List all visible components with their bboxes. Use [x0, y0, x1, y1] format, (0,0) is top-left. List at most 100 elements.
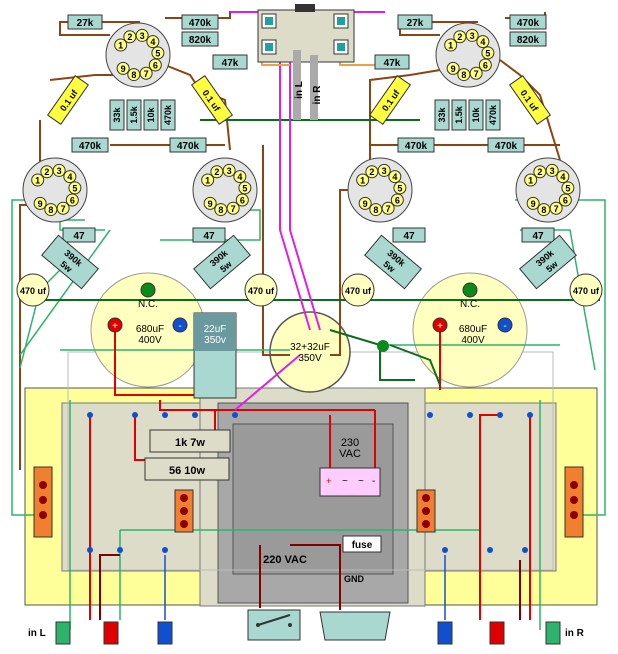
resistor-820k-right: 820k [509, 31, 547, 47]
resistor-47-l1: 47 [62, 227, 96, 243]
socket-pin-label: 8 [218, 205, 223, 215]
cap-470uf-3: 470 uf [341, 273, 375, 307]
socket-pin-label: 6 [395, 196, 400, 206]
resistor-1k-7w: 1k 7w [149, 429, 231, 453]
resistor-27k-right: 27k [397, 14, 433, 30]
svg-text:1.5k: 1.5k [129, 105, 139, 124]
socket-pin [545, 163, 559, 177]
socket-pin [233, 170, 247, 184]
label-in-l: in L [28, 628, 46, 639]
svg-text:470k: 470k [79, 141, 102, 152]
red-wires [89, 325, 531, 620]
ground-junctions [144, 286, 474, 352]
jack-in-r [545, 621, 561, 645]
socket-pin-label: 7 [474, 69, 479, 79]
resistor-47k-top-left: 47k [212, 54, 248, 70]
resistor-47-r2: 47 [521, 227, 555, 243]
socket-pin-label: 5 [242, 183, 247, 193]
svg-text:+: + [112, 321, 118, 332]
socket-pin [558, 193, 572, 207]
label-gnd: GND [344, 574, 365, 584]
socket-pin-label: 3 [140, 31, 145, 41]
socket-pin-label: 8 [541, 205, 546, 215]
socket-pin-label: 8 [48, 205, 53, 215]
terminal-strip-right-inner [416, 489, 436, 533]
resistor-470k-mid-r2: 470k [487, 137, 525, 153]
junction-dots [87, 412, 533, 553]
svg-text:820k: 820k [517, 35, 540, 46]
socket-pin-label: 2 [457, 32, 462, 42]
resistor-47k-top-right: 47k [374, 54, 410, 70]
socket-pin-label: 3 [470, 31, 475, 41]
label-220vac: 220 VAC [263, 554, 307, 566]
socket-pin [388, 170, 402, 184]
socket-pin [238, 181, 252, 195]
socket-pin-label: 8 [373, 205, 378, 215]
cap-0.1uf-a: 0.1 uf [46, 75, 90, 125]
svg-text:~: ~ [342, 476, 348, 487]
resistor-bank-right: 33k 1.5k 10k 470k [434, 99, 501, 131]
socket-pin [148, 58, 162, 72]
svg-text:470 uf: 470 uf [248, 286, 275, 296]
socket-pin [465, 28, 479, 42]
socket-pin-label: 6 [70, 196, 75, 206]
socket-pin [235, 193, 249, 207]
socket-pin-label: 5 [155, 48, 160, 58]
power-plug [319, 611, 391, 641]
svg-text:1k 7w: 1k 7w [175, 437, 205, 449]
svg-text:1.5k: 1.5k [454, 105, 464, 124]
socket-pin [356, 173, 370, 187]
socket-pin [114, 38, 128, 52]
socket-pin-label: 5 [397, 183, 402, 193]
jack-red-left [103, 621, 119, 645]
socket-pin-label: 9 [38, 199, 43, 209]
socket-pin-label: 9 [363, 199, 368, 209]
resistor-470k-top-right: 470k [509, 14, 547, 30]
socket-pin-label: 3 [227, 166, 232, 176]
socket-pin [377, 163, 391, 177]
power-switch [247, 609, 301, 641]
socket-pin-label: 6 [563, 196, 568, 206]
resistor-470k-mid-r1: 470k [397, 137, 435, 153]
socket-pin-label: 2 [44, 167, 49, 177]
cap-0.1uf-d: 0.1 uf [508, 75, 552, 125]
svg-text:33k: 33k [112, 107, 122, 123]
svg-text:47k: 47k [384, 58, 401, 69]
svg-text:47k: 47k [222, 58, 239, 69]
socket-pin-label: 7 [61, 204, 66, 214]
terminal-strip-left-inner [174, 489, 194, 533]
svg-text:+: + [326, 476, 331, 486]
resistor-47-r1: 47 [392, 227, 426, 243]
socket-pin [31, 173, 45, 187]
jack-blue-left [157, 621, 173, 645]
socket-pin-label: 1 [360, 176, 365, 186]
resistor-820k-left: 820k [181, 31, 219, 47]
socket-pin-label: 5 [565, 183, 570, 193]
socket-pin [537, 203, 551, 217]
socket-pin-label: 7 [386, 204, 391, 214]
socket-pin-label: 3 [550, 166, 555, 176]
socket-pin-label: 6 [240, 196, 245, 206]
socket-pin [135, 28, 149, 42]
svg-text:470k: 470k [405, 141, 428, 152]
resistor-390k-l1: 390k5w [41, 234, 99, 290]
socket-pin-label: 7 [144, 69, 149, 79]
resistor-56-10w: 56 10w [144, 457, 230, 481]
socket-pin-label: 1 [118, 41, 123, 51]
socket-pin [446, 61, 460, 75]
svg-text:47: 47 [403, 231, 415, 242]
cap-680uf-right [412, 272, 528, 388]
magenta-wires [230, 11, 385, 411]
resistor-390k-r2: 390k5w [519, 234, 577, 290]
svg-text:33k: 33k [437, 107, 447, 123]
dark-red-wires [99, 544, 521, 620]
socket-pin [68, 181, 82, 195]
socket-pin-label: 4 [67, 172, 72, 182]
socket-pin-label: 5 [72, 183, 77, 193]
cap-470uf-4: 470 uf [569, 273, 603, 307]
socket-pin-label: 4 [480, 37, 485, 47]
output-transformer-left-core [61, 402, 205, 572]
